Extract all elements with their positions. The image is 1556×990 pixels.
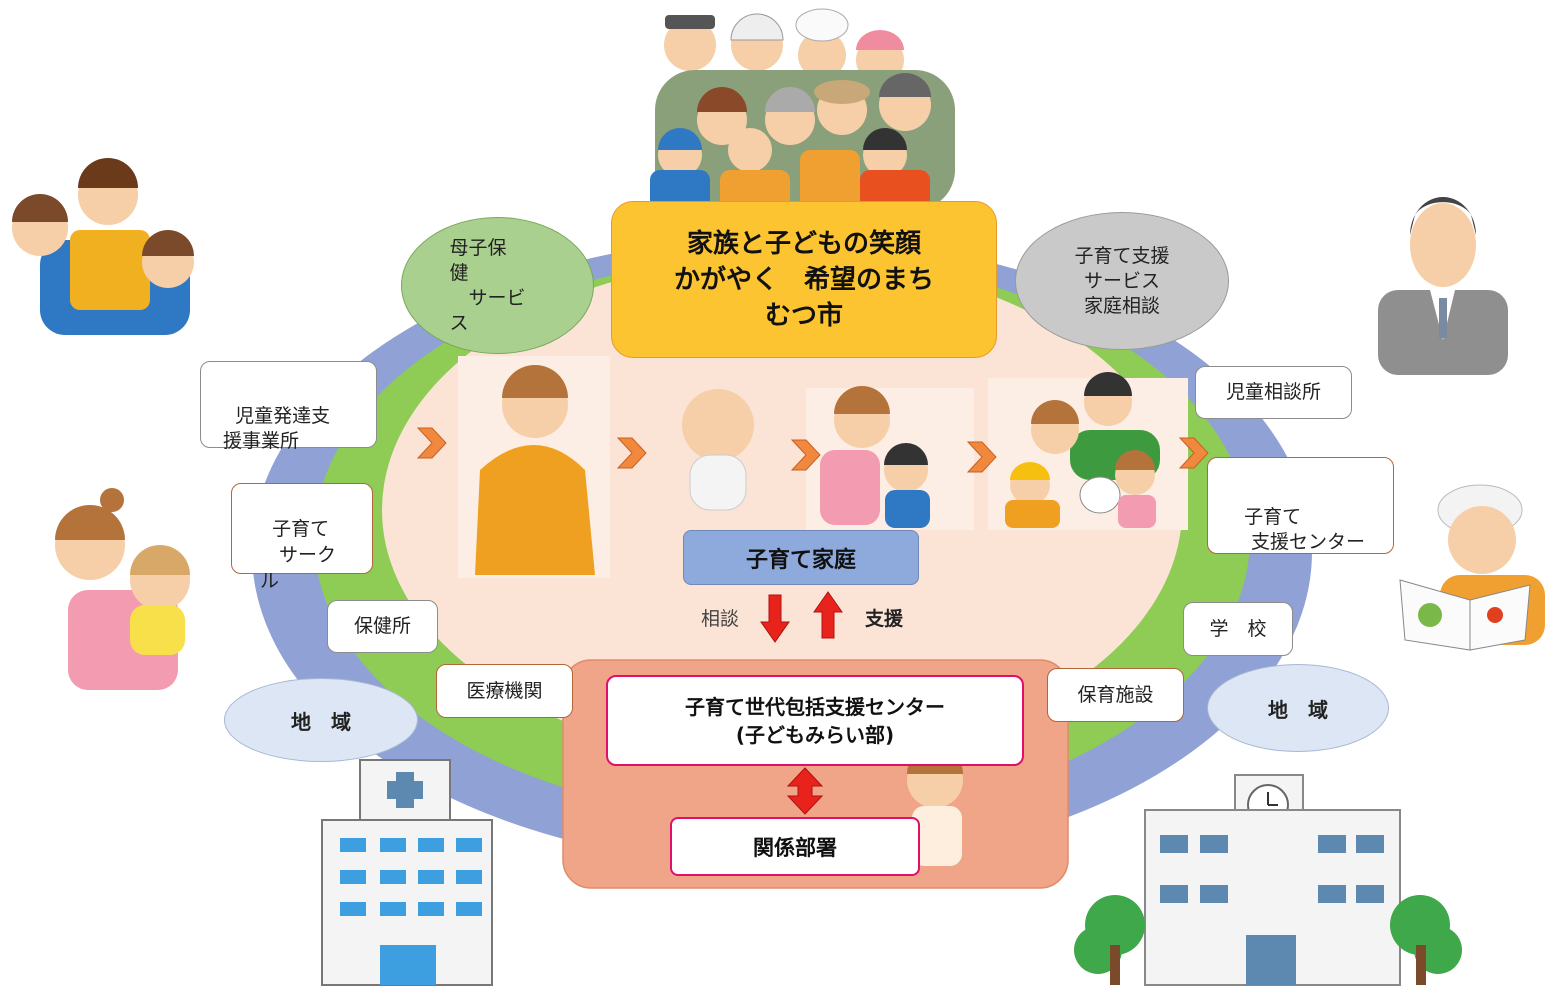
title-line-2: かがやく 希望のまち	[673, 264, 934, 295]
iryo-kikan-label: 医療機関	[466, 679, 543, 702]
hokenjo-box: 保健所	[327, 600, 438, 653]
chiiki-left-label: 地 域	[291, 709, 351, 734]
chiiki-left-bubble: 地 域	[224, 678, 418, 762]
hoiku-shisetsu-box: 保育施設	[1047, 668, 1184, 722]
gakko-box: 学 校	[1183, 602, 1293, 656]
hoiku-shisetsu-label: 保育施設	[1077, 683, 1154, 706]
kosodate-katei-box: 子育て家庭	[683, 530, 919, 585]
chiiki-right-bubble: 地 域	[1207, 664, 1389, 752]
kankei-busho-label: 関係部署	[753, 835, 837, 860]
kosodate-center-box: 子育て 支援センター	[1207, 457, 1394, 554]
title-line-3: むつ市	[764, 300, 843, 331]
kosodate-circle-box: 子育て サーク ル	[231, 483, 373, 592]
kankei-busho-box: 関係部署	[670, 817, 920, 876]
kosodate-shien-bubble: 子育て支援 サービス 家庭相談	[1015, 212, 1229, 350]
boshi-hoken-bubble: 母子保 健 サービ ス	[401, 217, 594, 354]
gakko-label: 学 校	[1209, 617, 1267, 640]
jido-sodanjo-label: 児童相談所	[1225, 381, 1321, 403]
jido-hattatsu-box: 児童発達支 援事業所	[200, 361, 377, 452]
jido-sodanjo-box: 児童相談所	[1195, 366, 1352, 419]
hokenjo-label: 保健所	[353, 615, 411, 637]
boshi-hoken-label: 母子保 健 サービ ス	[449, 236, 526, 334]
iryo-kikan-box: 医療機関	[436, 664, 573, 718]
title-box: 家族と子どもの笑顔 かがやく 希望のまち むつ市	[611, 201, 997, 358]
hokatsu-center-line-2: (子どもみらい部)	[735, 722, 895, 747]
hokatsu-center-box: 子育て世代包括支援センター (子どもみらい部)	[606, 675, 1024, 766]
sodan-label: 相談	[701, 608, 740, 630]
shien-label: 支援	[865, 608, 904, 630]
kosodate-circle-label: 子育て サーク ル	[260, 518, 337, 592]
jido-hattatsu-label: 児童発達支 援事業所	[223, 405, 331, 452]
kosodate-center-label: 子育て 支援センター	[1244, 506, 1366, 553]
title-line-1: 家族と子どもの笑顔	[686, 228, 921, 259]
hokatsu-center-line-1: 子育て世代包括支援センター	[685, 694, 945, 719]
kosodate-katei-label: 子育て家庭	[745, 547, 856, 573]
kosodate-shien-label: 子育て支援 サービス 家庭相談	[1074, 244, 1170, 317]
chiiki-right-label: 地 域	[1268, 697, 1328, 722]
